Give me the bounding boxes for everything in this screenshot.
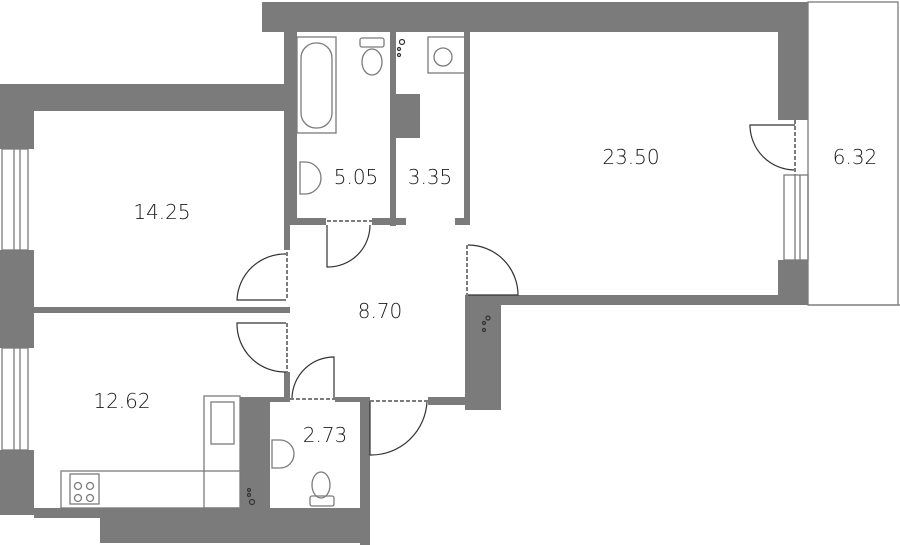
sink-icon [299,161,322,195]
room-area-toilet: 2.73 [303,423,348,447]
toilet-icon [359,37,385,76]
toilet-icon [309,471,335,507]
pipe-icon [398,38,406,46]
stove-icon [69,473,100,505]
doors [236,120,796,456]
sink-icon [271,439,295,469]
washing-machine-icon [427,36,466,74]
room-area-bedroom-1: 14.25 [133,200,190,224]
fixtures [60,36,491,509]
room-area-bathroom: 5.05 [334,165,379,189]
windows [1,148,809,451]
balcony-outline [807,1,900,306]
walls [0,2,808,545]
kitchen-sink-icon [210,401,235,445]
room-area-hall: 8.70 [358,299,403,323]
pipe-icon [248,498,256,506]
room-area-living-room: 23.50 [602,145,659,169]
room-area-kitchen-room: 12.62 [93,389,150,413]
room-area-laundry: 3.35 [408,165,453,189]
room-area-balcony: 6.32 [833,145,878,169]
bathtub-icon [296,36,337,134]
room-labels: 14.25 5.05 3.35 23.50 6.32 8.70 12.62 2.… [93,145,877,447]
kitchen-counter [60,470,242,509]
pipe-icon [485,315,491,321]
